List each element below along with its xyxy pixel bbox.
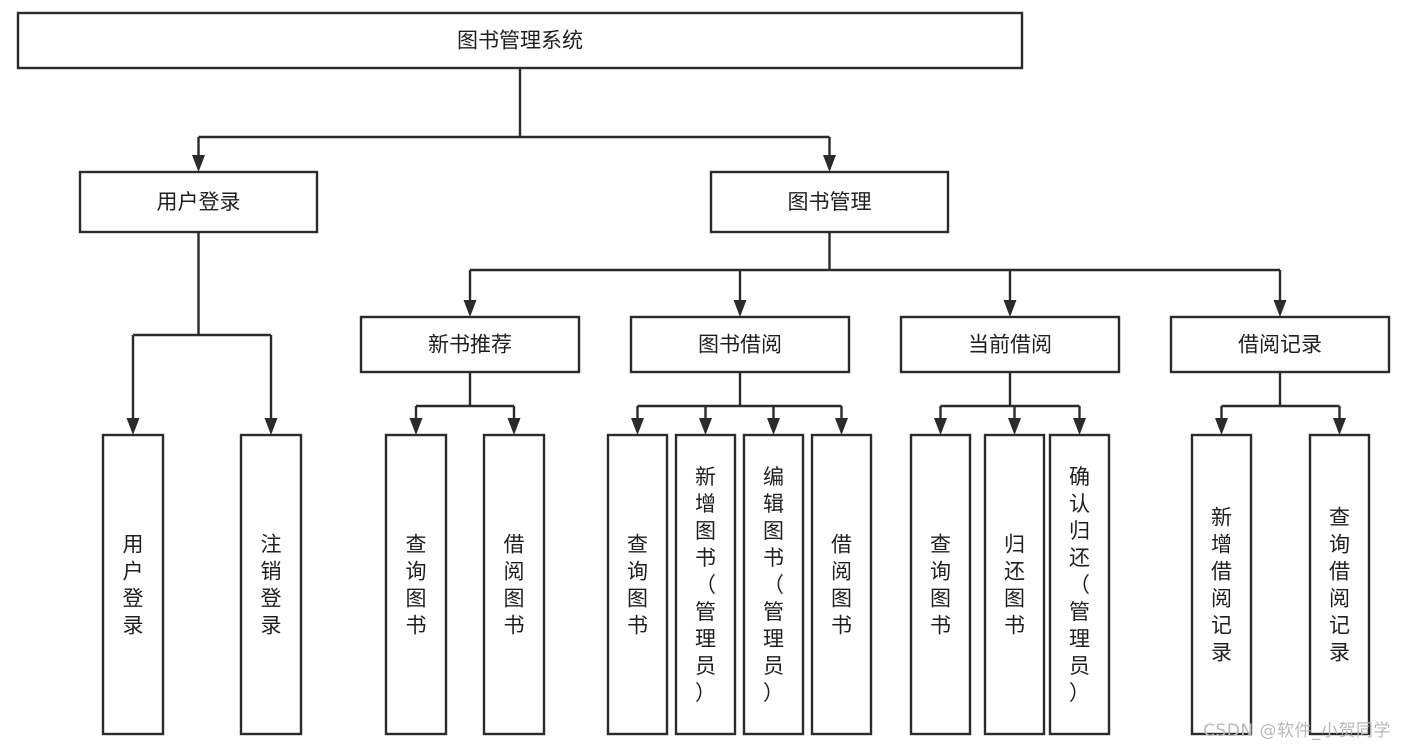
node-leaf-query-book-3[interactable]: 查询图书	[909, 433, 972, 736]
node-box	[810, 433, 873, 736]
node-leaf-borrow-book-2[interactable]: 借阅图书	[810, 433, 873, 736]
node-box	[1169, 315, 1391, 374]
nodes-layer: 图书管理系统用户登录图书管理新书推荐图书借阅当前借阅借阅记录用户登录注销登录查询…	[16, 11, 1391, 736]
arrow-head-icon	[1215, 418, 1228, 435]
arrow-head-icon	[699, 418, 712, 435]
node-leaf-add-record[interactable]: 新增借阅记录	[1190, 433, 1253, 736]
node-leaf-logout[interactable]: 注销登录	[239, 433, 303, 736]
node-box	[239, 433, 303, 736]
arrow-head-icon	[1073, 418, 1086, 435]
node-label: 确认归还（管理员）	[1069, 465, 1090, 705]
arrow-head-icon	[463, 300, 477, 317]
arrow-head-icon	[835, 418, 848, 435]
node-box	[674, 433, 737, 736]
node-label: 图书管理	[788, 190, 872, 214]
node-label: 用户登录	[123, 533, 144, 638]
node-box	[709, 170, 950, 234]
arrow-head-icon	[823, 155, 836, 172]
node-box	[16, 11, 1024, 70]
arrow-head-icon	[733, 300, 747, 317]
node-leaf-query-book-1[interactable]: 查询图书	[384, 433, 448, 736]
node-leaf-edit-book[interactable]: 编辑图书（管理员）	[742, 433, 805, 736]
arrow-head-icon	[1273, 300, 1287, 317]
node-leaf-query-record[interactable]: 查询借阅记录	[1308, 433, 1371, 736]
node-box	[983, 433, 1046, 736]
node-label: 注销登录	[261, 533, 282, 638]
node-root[interactable]: 图书管理系统	[16, 11, 1024, 70]
arrow-head-icon	[934, 418, 947, 435]
node-label: 编辑图书（管理员）	[763, 465, 784, 705]
node-book-manage[interactable]: 图书管理	[709, 170, 950, 234]
node-label: 新增图书（管理员）	[695, 465, 716, 705]
node-box	[1190, 433, 1253, 736]
node-label: 查询图书	[627, 533, 648, 638]
node-label: 查询借阅记录	[1329, 506, 1350, 665]
node-leaf-confirm-return[interactable]: 确认归还（管理员）	[1048, 433, 1111, 736]
node-label: 借阅图书	[504, 533, 525, 638]
node-box	[899, 315, 1121, 374]
arrow-head-icon	[631, 418, 644, 435]
node-label: 用户登录	[157, 190, 241, 214]
arrow-head-icon	[767, 418, 780, 435]
arrow-head-icon	[507, 418, 521, 435]
node-box	[1048, 433, 1111, 736]
node-current-borrow[interactable]: 当前借阅	[899, 315, 1121, 374]
node-label: 借阅图书	[831, 533, 852, 638]
node-box	[629, 315, 851, 374]
node-leaf-user-login[interactable]: 用户登录	[101, 433, 165, 736]
node-borrow-record[interactable]: 借阅记录	[1169, 315, 1391, 374]
node-label: 当前借阅	[968, 333, 1052, 357]
node-leaf-borrow-book-1[interactable]: 借阅图书	[482, 433, 546, 736]
watermark-label: CSDN @软件_小贺同学	[1203, 721, 1391, 741]
node-label: 图书管理系统	[457, 29, 583, 53]
node-user-login[interactable]: 用户登录	[78, 170, 319, 234]
arrow-head-icon	[192, 155, 205, 172]
node-box	[384, 433, 448, 736]
arrow-head-icon	[1333, 418, 1346, 435]
node-leaf-query-book-2[interactable]: 查询图书	[606, 433, 669, 736]
node-label: 归还图书	[1004, 533, 1025, 638]
arrow-head-icon	[1008, 418, 1021, 435]
node-box	[606, 433, 669, 736]
node-box	[482, 433, 546, 736]
node-box	[1308, 433, 1371, 736]
node-label: 新书推荐	[428, 333, 512, 357]
arrow-head-icon	[409, 418, 423, 435]
arrow-head-icon	[1003, 300, 1017, 317]
node-box	[909, 433, 972, 736]
node-box	[359, 315, 581, 374]
node-label: 查询图书	[406, 533, 427, 638]
node-label: 借阅记录	[1238, 333, 1322, 357]
node-book-borrow[interactable]: 图书借阅	[629, 315, 851, 374]
node-label: 新增借阅记录	[1211, 506, 1232, 665]
node-leaf-add-book[interactable]: 新增图书（管理员）	[674, 433, 737, 736]
connectors-layer	[126, 68, 1346, 435]
node-new-book-rec[interactable]: 新书推荐	[359, 315, 581, 374]
node-leaf-return-book[interactable]: 归还图书	[983, 433, 1046, 736]
arrow-head-icon	[264, 418, 278, 435]
node-box	[101, 433, 165, 736]
node-box	[78, 170, 319, 234]
node-label: 图书借阅	[698, 333, 782, 357]
node-box	[742, 433, 805, 736]
node-label: 查询图书	[930, 533, 951, 638]
arrow-head-icon	[126, 418, 140, 435]
